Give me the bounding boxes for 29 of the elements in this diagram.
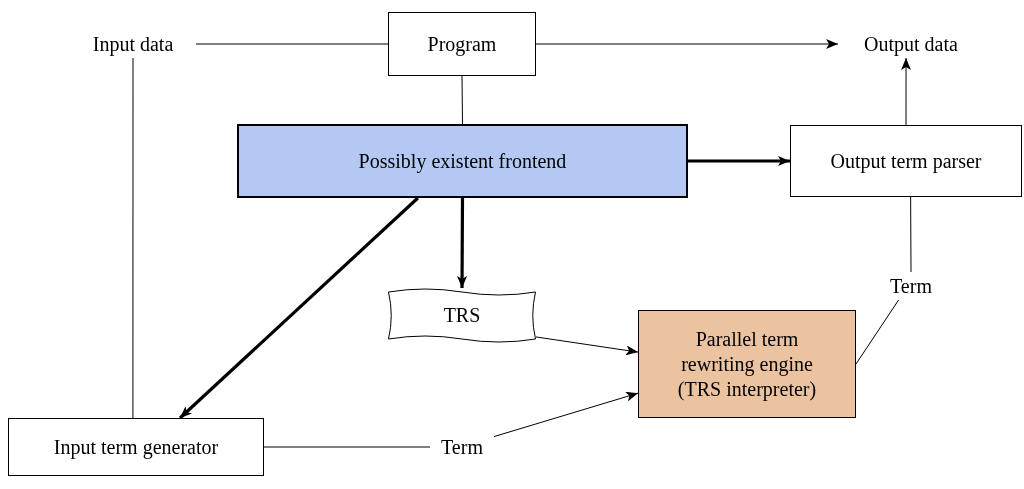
box-label: Parallel term rewriting engine (TRS interpreter) [676, 326, 818, 402]
node-text: Output data [838, 30, 984, 58]
box-label: TRS [442, 303, 482, 328]
box-label: Program [426, 31, 498, 57]
arrow [688, 156, 790, 166]
arrow [493, 391, 639, 438]
arrow [535, 39, 839, 49]
arrow [178, 196, 419, 420]
process-box [8, 418, 264, 476]
connector-line [910, 196, 912, 273]
node-text: Term [430, 434, 494, 460]
connector-line [855, 299, 900, 365]
document-shape [388, 288, 536, 343]
process-box [638, 310, 856, 418]
connector-line [263, 446, 431, 448]
process-box [237, 124, 688, 198]
process-box [790, 125, 1022, 197]
node-text: Term [880, 272, 942, 300]
connector-line [195, 43, 389, 45]
node-text: Input data [70, 30, 196, 58]
box-label: Input term generator [52, 434, 220, 460]
arrow [457, 198, 468, 288]
connector-line [132, 57, 134, 419]
arrow [901, 57, 912, 126]
box-label: Output term parser [829, 148, 983, 174]
arrow [535, 336, 639, 356]
process-box [388, 12, 536, 76]
connector-line [461, 75, 463, 125]
box-label: Possibly existent frontend [357, 148, 568, 174]
